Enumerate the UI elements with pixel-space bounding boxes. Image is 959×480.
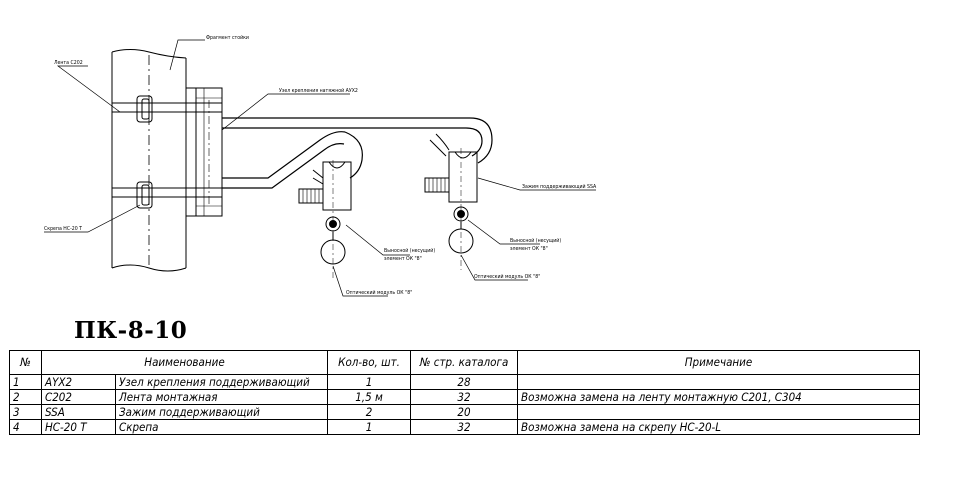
cell-name: Скрепа (115, 419, 328, 435)
clamp-right (424, 133, 478, 270)
cell-num: 1 (9, 374, 42, 390)
label-optical-right: Оптический модуль ОК "8" (474, 273, 540, 280)
table-row: 3 SSA Зажим поддерживающий 2 20 (9, 404, 920, 420)
page-title: ПК-8-10 (74, 317, 188, 344)
cell-code: HC-20 T (41, 419, 116, 435)
header-qty: Кол-во, шт. (327, 350, 411, 375)
label-carrier-left-1: Выносной (несущий) (384, 247, 435, 254)
pole-fragment (111, 49, 187, 272)
spec-table: № Наименование Кол-во, шт. № стр. катало… (9, 350, 920, 435)
mounting-plate (185, 87, 223, 217)
clip-upper (136, 95, 153, 123)
label-tape: Лента С202 (54, 60, 83, 66)
clamp-left (298, 160, 352, 280)
cell-num: 3 (9, 404, 42, 420)
drawing-labels: Фрагмент стойки Лента С202 Узел креплени… (44, 34, 597, 296)
cell-name: Узел крепления поддерживающий (115, 374, 328, 390)
cell-page: 28 (410, 374, 518, 390)
cell-note (517, 374, 920, 390)
leader-lines (44, 39, 596, 297)
cell-qty: 1 (327, 374, 411, 390)
label-carrier-left-2: элемент ОК "8" (384, 256, 422, 262)
label-carrier-right-2: элемент ОК "8" (510, 246, 548, 252)
header-note: Примечание (517, 350, 920, 375)
cell-page: 20 (410, 404, 518, 420)
header-num: № (9, 350, 42, 375)
tape-bands (111, 102, 223, 198)
cell-code: C202 (41, 389, 116, 405)
table-row: 4 HC-20 T Скрепа 1 32 Возможна замена на… (9, 419, 920, 435)
cell-num: 2 (9, 389, 42, 405)
bracket-arm (222, 117, 493, 189)
table-row: 2 C202 Лента монтажная 1,5 м 32 Возможна… (9, 389, 920, 405)
cell-name: Лента монтажная (115, 389, 328, 405)
header-name: Наименование (41, 350, 328, 375)
cell-code: SSA (41, 404, 116, 420)
cell-name: Зажим поддерживающий (115, 404, 328, 420)
label-carrier-right-1: Выносной (несущий) (510, 237, 561, 244)
cell-note: Возможна замена на ленту монтажную С201,… (517, 389, 920, 405)
cell-page: 32 (410, 419, 518, 435)
clip-lower (136, 181, 153, 209)
cell-qty: 2 (327, 404, 411, 420)
label-clip: Скрепа НС-20 Т (44, 226, 82, 232)
cell-note (517, 404, 920, 420)
cell-code: AYX2 (41, 374, 116, 390)
header-page: № стр. каталога (410, 350, 518, 375)
cell-num: 4 (9, 419, 42, 435)
label-rack-fragment: Фрагмент стойки (206, 34, 249, 41)
cell-note: Возможна замена на скрепу НС-20-L (517, 419, 920, 435)
cell-qty: 1,5 м (327, 389, 411, 405)
assembly-drawing: Фрагмент стойки Лента С202 Узел креплени… (44, 34, 597, 297)
cell-qty: 1 (327, 419, 411, 435)
cell-page: 32 (410, 389, 518, 405)
table-header-row: № Наименование Кол-во, шт. № стр. катало… (9, 350, 920, 375)
label-support-clamp: Зажим поддерживающий SSA (522, 183, 597, 190)
label-optical-left: Оптический модуль ОК "8" (346, 289, 412, 296)
label-tension-node: Узел крепления натяжной АУХ2 (279, 87, 358, 94)
table-row: 1 AYX2 Узел крепления поддерживающий 1 2… (9, 374, 920, 390)
